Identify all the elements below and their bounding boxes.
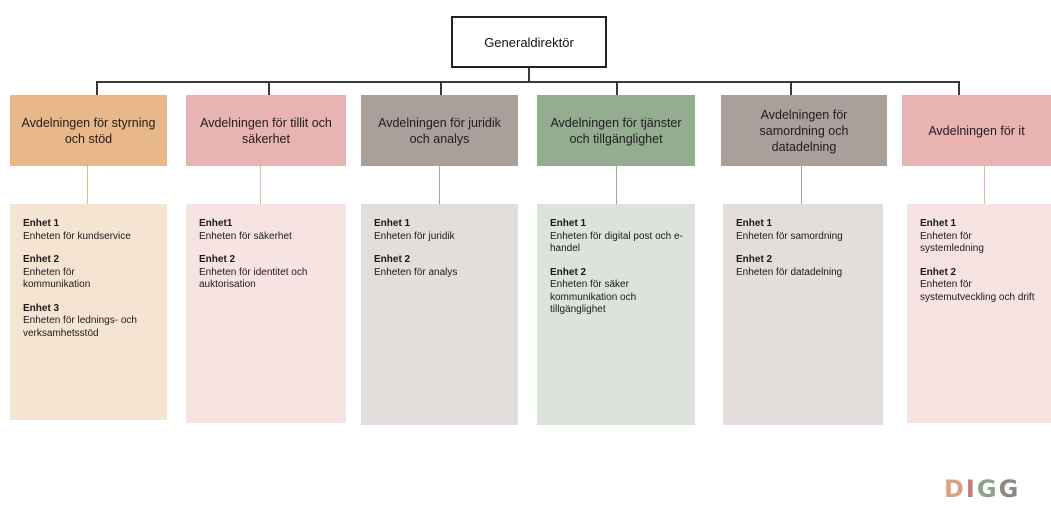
unit-desc: Enheten för analys <box>374 266 458 278</box>
unit-title: Enhet 2 <box>374 254 411 265</box>
dept-label: Avdelningen för juridik och analys <box>378 115 501 146</box>
unit-connector-4 <box>616 166 617 204</box>
unit-connector-1 <box>87 166 88 204</box>
unit-desc: Enheten för kommunikation <box>23 266 91 291</box>
unit-desc: Enheten för juridik <box>374 230 455 242</box>
root-node-generaldirektor: Generaldirektör <box>451 16 607 68</box>
unit-title: Enhet 2 <box>550 266 587 278</box>
unit-title: Enhet 1 <box>920 218 957 229</box>
dept-box-juridik: Avdelningen för juridik och analys <box>361 95 518 166</box>
unit-connector-3 <box>439 166 440 204</box>
unit-title: Enhet 2 <box>920 266 957 278</box>
unit-desc: Enheten för systemutveckling och drift <box>920 279 1035 303</box>
digg-logo: D I G G <box>944 475 1020 503</box>
unit-title: Enhet 1 <box>736 218 773 229</box>
dept-connector-6 <box>958 81 960 95</box>
horizontal-connector-line <box>96 81 960 83</box>
dept-connector-3 <box>440 81 442 95</box>
unit-title: Enhet 1 <box>374 218 411 229</box>
unit-title: Enhet 1 <box>23 218 60 229</box>
unit-desc: Enheten för samordning <box>736 230 843 242</box>
dept-label: Avdelningen för samordning och datadelni… <box>759 107 849 154</box>
unit-desc: Enheten för säker kommunikation och till… <box>550 279 637 315</box>
unit-desc: Enheten för datadelning <box>736 266 843 278</box>
unit-title: Enhet 2 <box>199 254 236 265</box>
unit-desc: Enheten för digital post och e-handel <box>550 230 683 255</box>
logo-letter: G <box>998 475 1020 503</box>
unit-title: Enhet 1 <box>550 218 587 229</box>
unit-desc: Enheten för systemledning <box>920 230 984 255</box>
dept-box-tjanster: Avdelningen för tjänster och tillgänglig… <box>537 95 695 166</box>
dept-box-samordning: Avdelningen för samordning och datadelni… <box>721 95 887 166</box>
dept-label: Avdelningen för styrning och stöd <box>21 115 156 146</box>
unit-title: Enhet 3 <box>23 302 60 314</box>
unit-title: Enhet 2 <box>736 254 773 265</box>
dept-box-it: Avdelningen för it <box>902 95 1051 166</box>
logo-letter: D <box>944 475 965 503</box>
dept-box-styrning: Avdelningen för styrning och stöd <box>10 95 167 166</box>
dept-box-tillit: Avdelningen för tillit och säkerhet <box>186 95 346 166</box>
root-connector-line <box>528 68 530 82</box>
dept-connector-2 <box>268 81 270 95</box>
unit-desc: Enheten för säkerhet <box>199 230 292 242</box>
dept-connector-5 <box>790 81 792 95</box>
dept-label: Avdelningen för tjänster och tillgänglig… <box>550 115 682 146</box>
dept-label: Avdelningen för it <box>928 123 1025 138</box>
unit-connector-2 <box>260 166 261 204</box>
dept-label: Avdelningen för tillit och säkerhet <box>200 115 332 146</box>
logo-letter: G <box>976 475 998 503</box>
unit-title: Enhet1 <box>199 218 233 229</box>
root-label: Generaldirektör <box>484 34 574 50</box>
logo-letter: I <box>965 475 976 503</box>
dept-connector-1 <box>96 81 98 95</box>
dept-connector-4 <box>616 81 618 95</box>
unit-desc: Enheten för identitet och auktorisation <box>199 266 308 291</box>
unit-desc: Enheten för lednings- och verksamhetsstö… <box>23 315 137 339</box>
unit-connector-6 <box>984 166 985 204</box>
unit-desc: Enheten för kundservice <box>23 230 131 242</box>
unit-title: Enhet 2 <box>23 254 60 265</box>
unit-connector-5 <box>801 166 802 204</box>
